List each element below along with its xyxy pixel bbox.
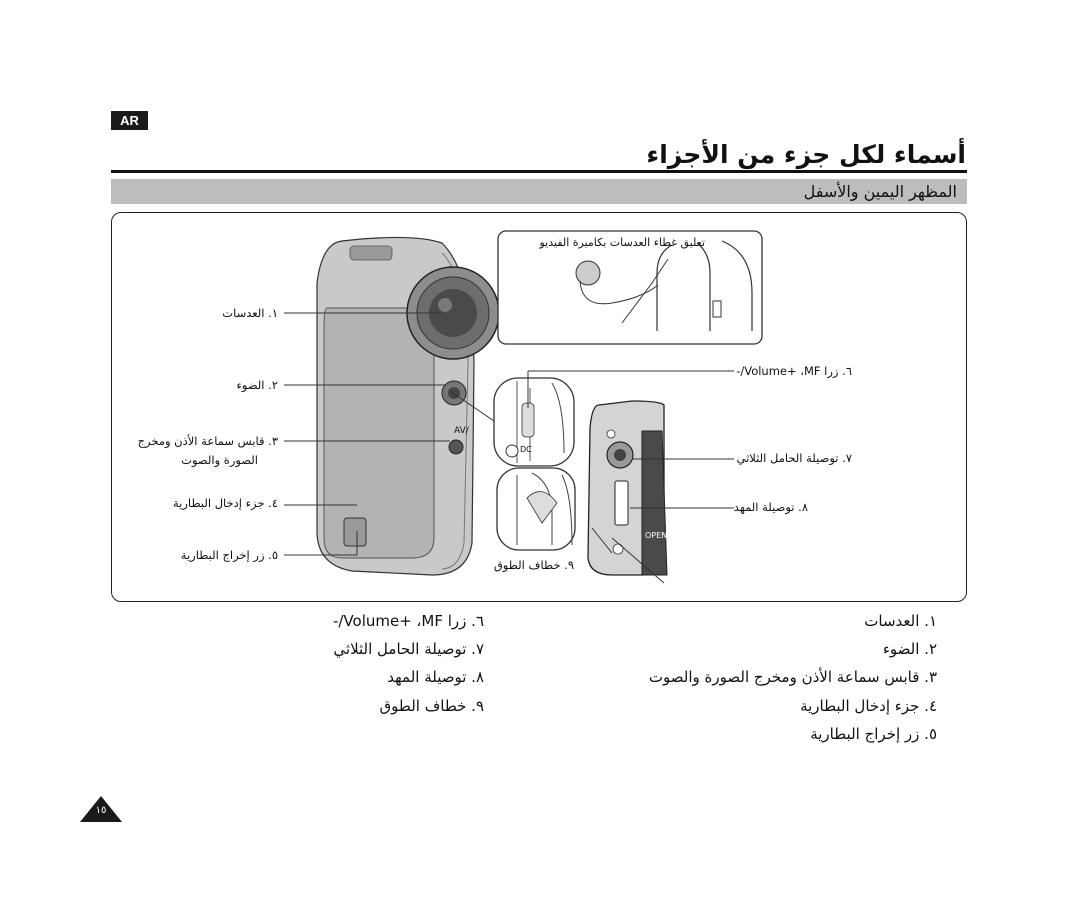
title-rule [111, 170, 967, 173]
bottom-view [587, 400, 668, 576]
open-mark: OPEN [645, 531, 668, 540]
callout-light: ٢. الضوء [236, 378, 278, 392]
legend-item-5: ٥. زر إخراج البطارية [810, 725, 937, 743]
lens-cap-inset [497, 230, 763, 345]
callout-earphone-av-jack-line2: الصورة والصوت [181, 453, 258, 467]
section-bar: المظهر اليمين والأسفل [111, 179, 967, 204]
dc-mark: DC [520, 445, 532, 454]
callout-volume-mf-buttons: ٦. زرا Volume+ ،MF/- [736, 364, 852, 378]
legend-item-4: ٤. جزء إدخال البطارية [800, 697, 937, 715]
battery-release-button [343, 517, 367, 547]
callout-battery-compartment: ٤. جزء إدخال البطارية [173, 496, 278, 510]
callout-strap-hook: ٩. خطاف الطوق [493, 558, 574, 572]
legend-item-2: ٢. الضوء [882, 640, 937, 658]
legend-item-8: ٨. توصيلة المهد [387, 668, 484, 686]
page-title: أسماء لكل جزء من الأجزاء [646, 140, 966, 169]
callout-lens: ١. العدسات [222, 306, 278, 320]
camcorder-illustration [284, 230, 763, 584]
leader-lines [284, 312, 734, 584]
callout-earphone-av-jack: ٣. قابس سماعة الأذن ومخرج [137, 434, 278, 448]
page-number-badge: ١٥ [80, 796, 122, 822]
figure-box: تعليق غطاء العدسات بكاميرة الفيديو ١. ال… [111, 212, 967, 602]
av-mark: /AV [454, 426, 469, 436]
legend-item-9: ٩. خطاف الطوق [379, 697, 485, 715]
legend-item-7: ٧. توصيلة الحامل الثلاثي [333, 640, 484, 658]
cradle-connector [614, 480, 629, 526]
callout-tripod-receptacle: ٧. توصيلة الحامل الثلاثي [736, 451, 852, 465]
legend-item-1: ١. العدسات [864, 612, 937, 630]
legend-item-3: ٣. قابس سماعة الأذن ومخرج الصورة والصوت [648, 668, 937, 686]
strap-hook-inset [496, 467, 576, 551]
side-buttons-inset [493, 377, 575, 467]
legend-item-6: ٦. زرا Volume+ ،MF/- [332, 612, 484, 630]
callout-battery-release: ٥. زر إخراج البطارية [180, 548, 278, 562]
callout-cradle-connector: ٨. توصيلة المهد [733, 500, 808, 514]
av-jack [448, 439, 464, 455]
lens-cap-caption: تعليق غطاء العدسات بكاميرة الفيديو [539, 236, 705, 249]
language-badge: AR [111, 111, 148, 130]
page-number: ١٥ [95, 805, 107, 816]
section-title: المظهر اليمين والأسفل [803, 182, 957, 201]
